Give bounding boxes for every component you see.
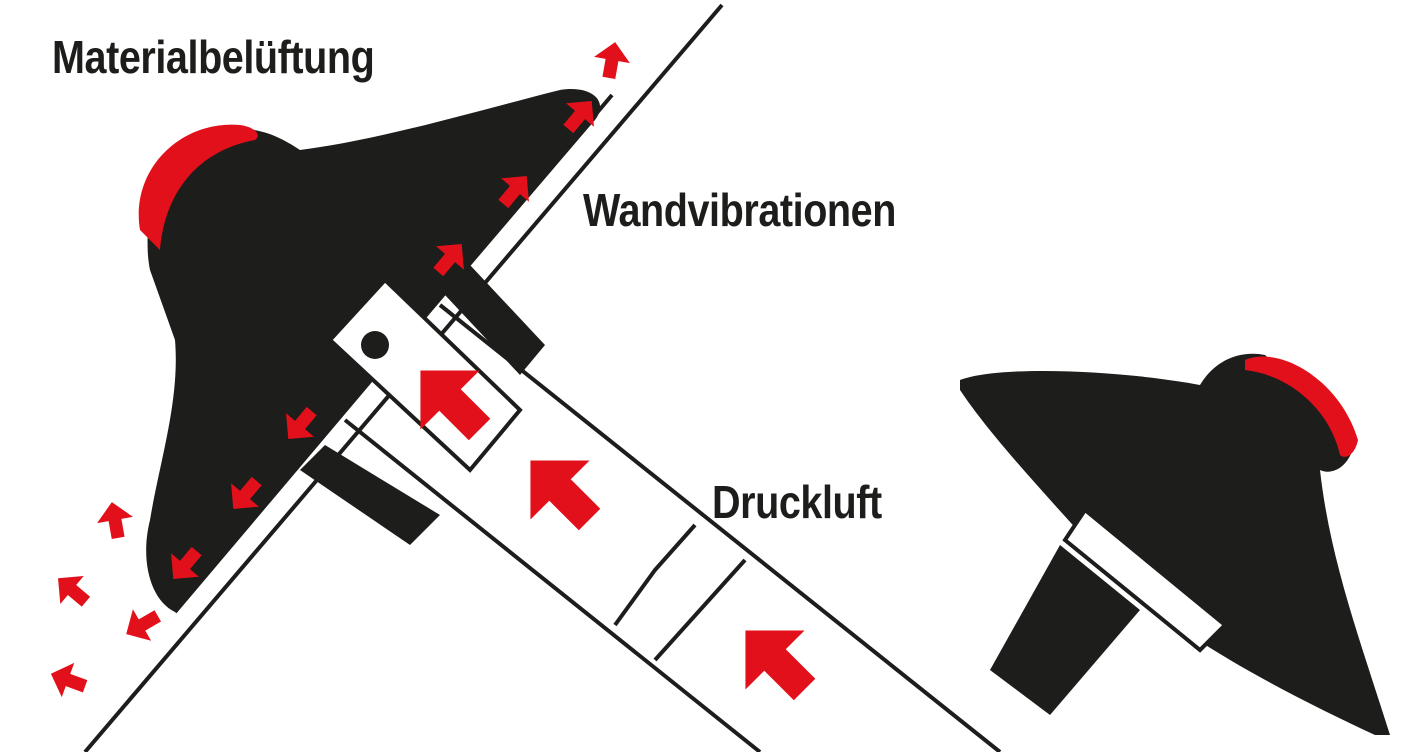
mounted-nozzle	[138, 89, 601, 612]
compressed-air-arrows	[390, 340, 835, 720]
mount-screw	[361, 331, 389, 359]
label-compressed-air: Druckluft	[712, 476, 882, 528]
arrow-icon	[93, 498, 137, 542]
air-pipe	[343, 303, 1002, 752]
thread-bolt	[990, 545, 1140, 715]
arrow-icon	[46, 564, 98, 616]
red-cap-left	[138, 124, 258, 250]
hex-nut	[1062, 507, 1228, 653]
red-cap-right	[1245, 356, 1358, 457]
arrow-icon	[715, 600, 835, 720]
arrow-icon	[590, 38, 634, 82]
standalone-nozzle	[960, 353, 1390, 735]
arrow-icon	[500, 430, 620, 550]
arrow-icon	[44, 656, 92, 704]
arrow-icon	[117, 600, 167, 650]
label-wall-vibrations: Wandvibrationen	[583, 184, 896, 236]
label-material-aeration: Materialbelüftung	[52, 31, 375, 83]
